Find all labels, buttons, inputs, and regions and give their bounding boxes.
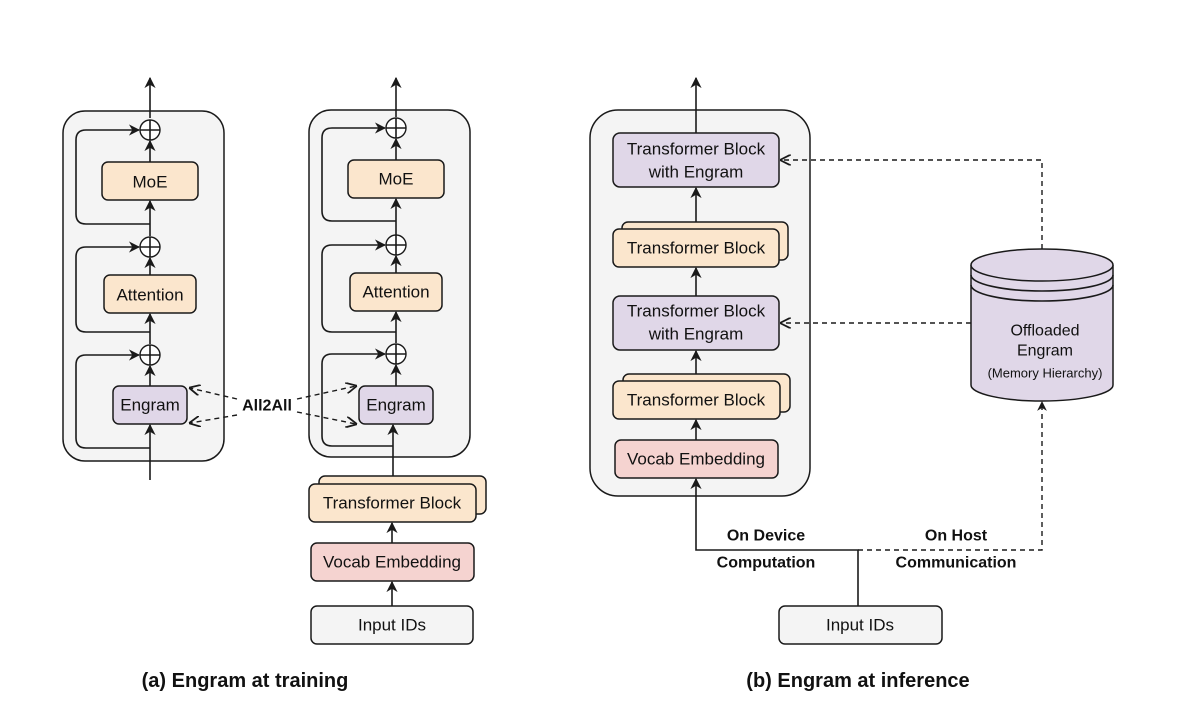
vocab-embedding-label: Vocab Embedding <box>627 450 765 469</box>
transformer-block-label: Transformer Block <box>323 494 462 513</box>
residual-engram <box>321 348 393 447</box>
residual-attention <box>321 239 396 333</box>
storage-to-tb-engram-top <box>781 160 1043 249</box>
add-node-bottom <box>385 343 407 365</box>
on-device-path <box>690 477 859 606</box>
residual-moe <box>75 124 150 225</box>
on-host-path <box>858 401 1047 551</box>
residual-attention <box>75 241 150 333</box>
attention-label: Attention <box>116 286 183 305</box>
on-host-line1: On Host <box>925 528 988 545</box>
vocab-embedding-label: Vocab Embedding <box>323 553 461 572</box>
cylinder-ring-2 <box>970 284 1114 302</box>
transformer-block-bottom-stacked: Transformer Block <box>612 373 791 420</box>
on-host-line2: Communication <box>896 555 1017 572</box>
tb-engram-mid-line1: Transformer Block <box>627 302 766 321</box>
attention-label: Attention <box>362 283 429 302</box>
add-node-mid <box>385 234 407 256</box>
training-right-stack: MoE Attention Engram Transformer Block <box>308 76 487 645</box>
tb-bottom-label: Transformer Block <box>627 391 766 410</box>
on-device-line1: On Device <box>727 528 805 545</box>
all2all-label: All2All <box>242 398 292 415</box>
engram-label: Engram <box>366 396 426 415</box>
tb-top-label: Transformer Block <box>627 239 766 258</box>
caption-inference: (b) Engram at inference <box>746 670 969 692</box>
residual-engram <box>75 349 150 449</box>
cylinder-ring-1 <box>970 274 1114 292</box>
storage-line3: (Memory Hierarchy) <box>988 366 1103 381</box>
transformer-block-top-stacked: Transformer Block <box>612 221 789 268</box>
input-ids-label: Input IDs <box>826 616 894 635</box>
storage-line1: Offloaded <box>1010 323 1079 340</box>
input-ids-box <box>310 605 474 645</box>
all2all-arrow-right-top <box>296 386 356 400</box>
inference-stack: Transformer Block with Engram Transforme… <box>589 76 811 497</box>
all2all-connections: All2All <box>190 386 356 424</box>
storage-line2: Engram <box>1017 343 1073 360</box>
add-node-bottom <box>139 344 161 366</box>
training-left-stack: MoE Attention Engram <box>62 76 225 480</box>
on-device-line2: Computation <box>717 555 816 572</box>
offloaded-engram-storage: Offloaded Engram (Memory Hierarchy) <box>970 248 1114 402</box>
tb-engram-mid-line2: with Engram <box>648 325 743 344</box>
residual-moe <box>321 122 396 222</box>
add-node-top <box>139 119 161 141</box>
moe-label: MoE <box>379 170 414 189</box>
input-ids-label: Input IDs <box>358 616 426 635</box>
transformer-block-stacked: Transformer Block <box>308 475 487 523</box>
caption-training: (a) Engram at training <box>142 670 349 692</box>
add-node-mid <box>139 236 161 258</box>
cylinder-top <box>970 248 1114 282</box>
all2all-arrow-right-bottom <box>296 411 356 424</box>
tb-engram-top-line1: Transformer Block <box>627 140 766 159</box>
add-node-top <box>385 117 407 139</box>
tb-engram-top-line2: with Engram <box>648 163 743 182</box>
input-ids-box <box>778 605 943 645</box>
engram-label: Engram <box>120 396 180 415</box>
all2all-arrow-left-bottom <box>190 414 238 423</box>
moe-label: MoE <box>133 173 168 192</box>
all2all-arrow-left-top <box>190 388 238 400</box>
